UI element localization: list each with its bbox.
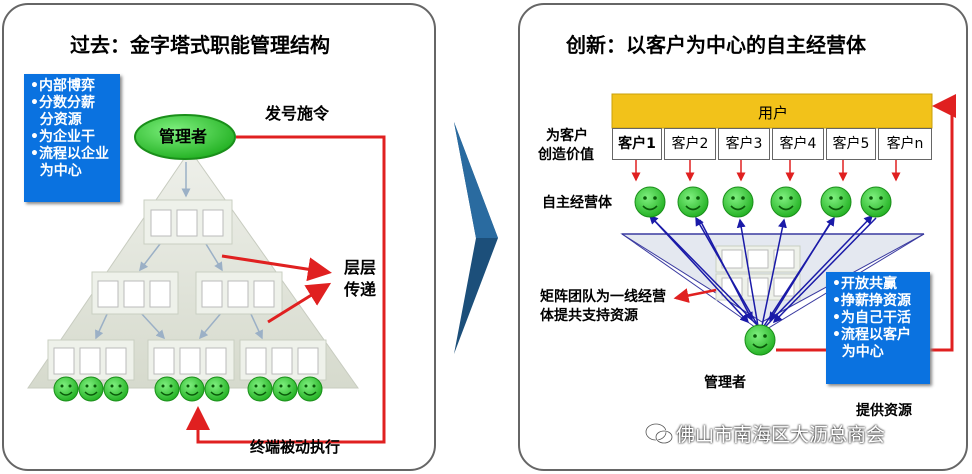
pass-arrow-1 xyxy=(221,254,332,282)
right-bluebox: •开放共赢 •挣薪挣资源 •为自己干活 •流程以客户 为中心 xyxy=(826,272,930,384)
frontline-smileys xyxy=(53,376,323,402)
right-bluebox-item: •开放共赢 xyxy=(832,276,897,292)
chevron-highlight xyxy=(454,122,498,238)
left-bluebox-item: •内部博弈 xyxy=(30,78,95,94)
users-bar xyxy=(611,93,933,129)
bottom-label: 终端被动执行 xyxy=(250,438,341,456)
right-title: 创新：以客户为中心的自主经营体 xyxy=(566,33,866,57)
customer-box-1: 客户1 xyxy=(612,128,662,160)
customer-box-2: 客户2 xyxy=(664,128,716,160)
pass-label-2: 传递 xyxy=(344,280,377,299)
manager-smiley xyxy=(744,324,776,356)
customer-box-3: 客户3 xyxy=(718,128,770,160)
level-4-box-1 xyxy=(47,339,135,381)
pass-label-1: 层层 xyxy=(344,258,377,277)
manager-label: 管理者 xyxy=(704,375,746,391)
pass-arrow-2 xyxy=(267,282,332,324)
customer-box-n: 客户n xyxy=(878,128,932,160)
unit-label: 自主经营体 xyxy=(542,195,612,211)
level-3-box-left xyxy=(91,271,179,315)
command-loop-arrow xyxy=(186,135,386,444)
level-2-box xyxy=(143,199,233,245)
hierarchy-connectors xyxy=(95,162,263,340)
left-bluebox: •内部博弈 •分数分薪 分资源 •为企业干 •流程以企业 为中心 xyxy=(24,74,120,202)
matrix-team-boxes xyxy=(715,245,801,301)
customer-box-5: 客户5 xyxy=(826,128,876,160)
wechat-icon xyxy=(645,423,673,444)
support-arrows xyxy=(648,214,877,327)
customer-box-4: 客户4 xyxy=(772,128,824,160)
value-label-2: 创造价值 xyxy=(538,147,594,163)
matrix-label-2: 体提共支持资源 xyxy=(540,308,638,324)
left-bluebox-item: •分数分薪 xyxy=(30,95,95,111)
top-manager-node xyxy=(134,114,236,160)
left-title: 过去：金字塔式职能管理结构 xyxy=(70,33,330,57)
matrix-label-1: 矩阵团队为一线经营 xyxy=(540,289,666,305)
right-bluebox-item: 为中心 xyxy=(832,344,884,360)
matrix-pointer-arrow xyxy=(673,288,717,303)
left-bluebox-item: 为中心 xyxy=(30,163,82,179)
right-bluebox-item: •流程以客户 xyxy=(832,327,911,343)
right-bluebox-item: •挣薪挣资源 xyxy=(832,293,911,309)
level-4-box-3 xyxy=(239,339,327,381)
users-label: 用户 xyxy=(758,104,789,122)
left-bluebox-item: •为企业干 xyxy=(30,129,95,145)
left-bluebox-item: •流程以企业 xyxy=(30,146,109,162)
operating-unit-smileys xyxy=(634,186,892,218)
right-bluebox-item: •为自己干活 xyxy=(832,310,911,326)
level-4-box-2 xyxy=(147,339,235,381)
top-manager-label: 管理者 xyxy=(159,127,208,146)
left-bluebox-item: 分资源 xyxy=(30,112,82,128)
command-label: 发号施令 xyxy=(265,104,330,123)
customer-to-unit-arrows xyxy=(631,160,901,182)
watermark-text: 佛山市南海区大沥总商会 xyxy=(676,424,886,446)
level-3-box-right xyxy=(195,271,283,315)
value-label-1: 为客户 xyxy=(546,128,588,144)
resource-label: 提供资源 xyxy=(856,403,912,419)
